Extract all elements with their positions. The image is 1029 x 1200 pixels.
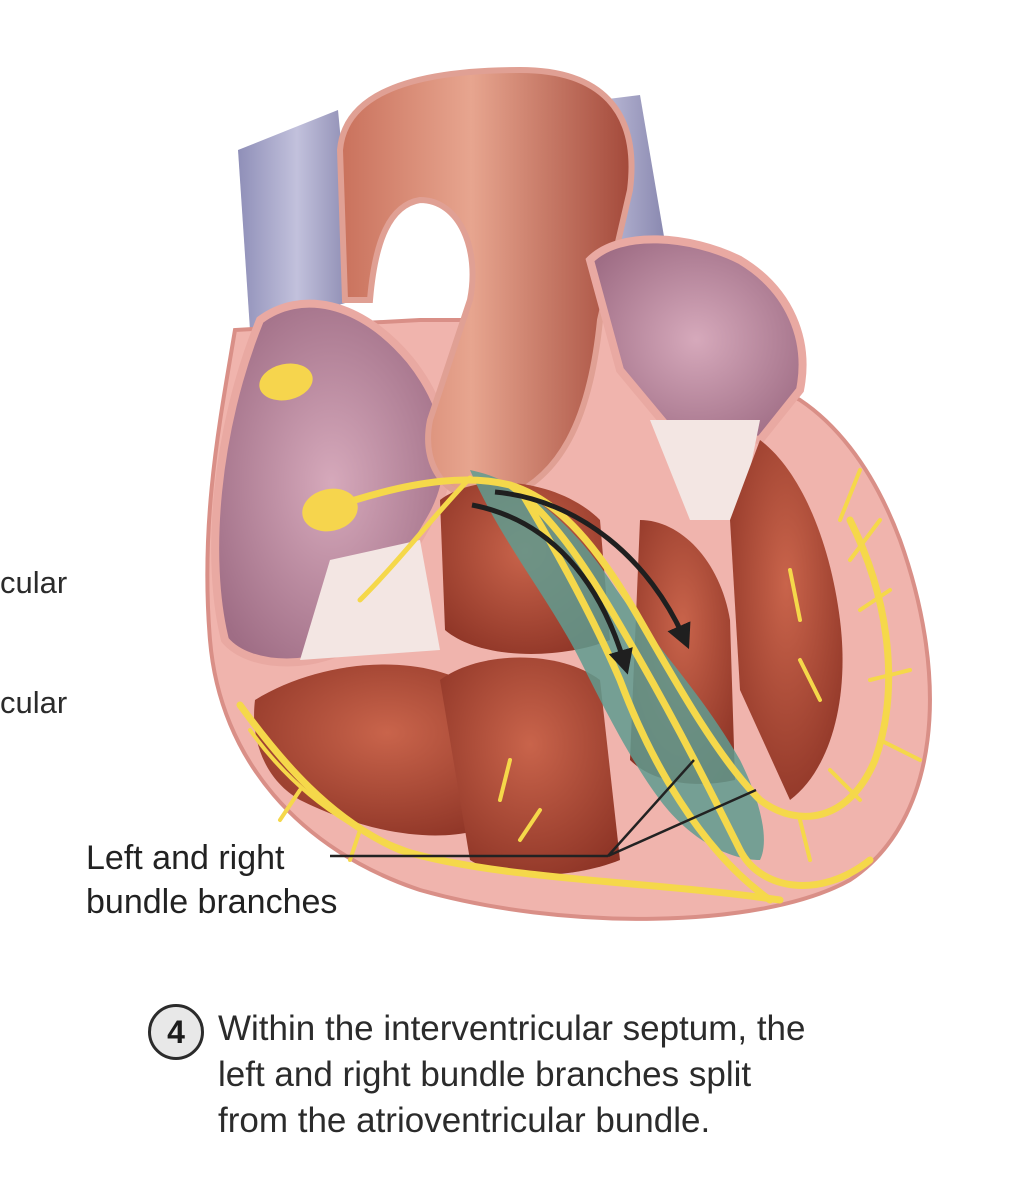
callout-leader-lines <box>330 759 757 858</box>
conduction-pathways <box>236 468 922 904</box>
step-number-badge: 4 <box>148 1004 204 1060</box>
sinoatrial-node <box>259 363 313 401</box>
step-caption-line3: from the atrioventricular bundle. <box>218 1101 711 1140</box>
left-ventricle-muscle <box>730 440 843 800</box>
cropped-label-1: cular <box>0 565 68 600</box>
step-caption-line2: left and right bundle branches split <box>218 1055 752 1094</box>
step-caption-line1: Within the interventricular septum, the <box>218 1009 806 1048</box>
left-atrium <box>585 235 807 445</box>
impulse-arrow-right <box>494 489 691 650</box>
cropped-label-2: cular <box>0 685 68 720</box>
mitral-valve <box>650 420 760 520</box>
bundle-branches-label-line2: bundle branches <box>86 883 338 921</box>
atrioventricular-node <box>302 488 358 532</box>
superior-vena-cava <box>238 110 356 330</box>
tricuspid-valve <box>300 540 440 660</box>
bundle-branches-label-line1: Left and right <box>86 839 285 877</box>
papillary-muscle <box>440 657 620 875</box>
bundle-branches-label: Left and right bundle branches <box>86 836 337 924</box>
impulse-arrow-left <box>471 502 633 675</box>
step-caption: Within the interventricular septum, the … <box>218 1006 938 1144</box>
